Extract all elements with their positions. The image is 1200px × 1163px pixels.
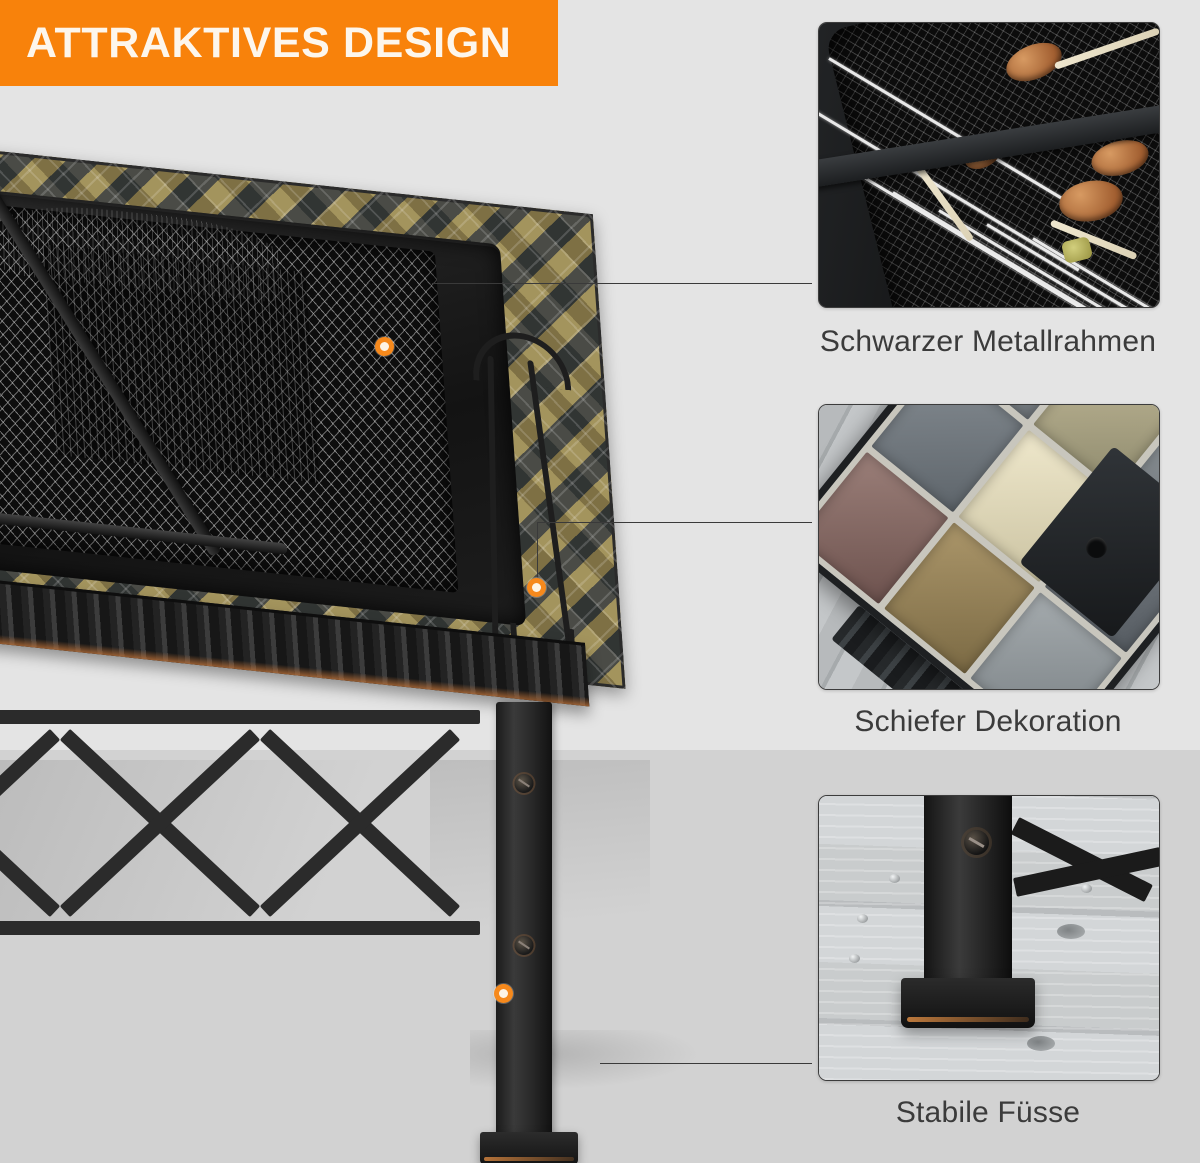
fire-pit-pan <box>0 184 527 627</box>
lattice-rail-top <box>0 710 480 724</box>
banner-title: ATTRAKTIVES DESIGN <box>26 18 512 67</box>
poker-ring <box>469 327 572 391</box>
deck-knot <box>1057 924 1085 939</box>
poker-wire <box>527 360 575 665</box>
deck-nail <box>849 954 860 963</box>
deck-nail <box>857 914 868 923</box>
connector-line-frame <box>432 283 812 284</box>
photo-feet-scene <box>819 796 1159 1080</box>
caption-feet: Stabile Füsse <box>895 1096 1081 1129</box>
callout-dot-feet[interactable] <box>494 984 513 1003</box>
lattice-x-cell <box>60 724 260 921</box>
leg-post-closeup <box>924 796 1012 984</box>
connector-line-slate-vertical <box>537 522 538 588</box>
poker-wire <box>487 355 499 658</box>
mesh-inner-panel <box>41 243 321 484</box>
connector-line-slate <box>537 522 812 523</box>
lattice-panel <box>0 710 480 935</box>
feature-photo-feet <box>818 795 1160 1081</box>
photo-pan-hole <box>1086 537 1107 558</box>
photo-slate-scene <box>819 405 1159 689</box>
leg-post <box>496 702 552 1142</box>
screw-icon <box>514 774 534 793</box>
feature-photo-frame <box>818 22 1160 308</box>
deck-nail <box>1081 884 1092 893</box>
deck-knot <box>1027 1036 1055 1051</box>
foot-closeup <box>901 978 1035 1028</box>
product-illustration <box>0 141 700 1163</box>
header-banner: ATTRAKTIVES DESIGN <box>0 0 558 86</box>
photo-frame-scene <box>819 23 1159 307</box>
screw-icon <box>514 936 534 955</box>
callout-dot-slate[interactable] <box>527 578 546 597</box>
feature-photo-slate <box>818 404 1160 690</box>
lattice-rail-bottom <box>0 921 480 935</box>
lattice-x-cell <box>260 724 460 921</box>
screw-icon <box>964 830 989 855</box>
poker-tool <box>464 327 605 680</box>
deck-nail <box>889 874 900 883</box>
caption-frame: Schwarzer Metallrahmen <box>819 325 1157 358</box>
grill-bar-lower <box>0 512 288 555</box>
leg-foot <box>480 1132 578 1163</box>
connector-line-feet <box>600 1063 812 1064</box>
callout-dot-frame[interactable] <box>375 337 394 356</box>
caption-slate: Schiefer Dekoration <box>854 705 1122 738</box>
lattice-x-cell <box>0 724 60 921</box>
mesh-grill <box>0 184 459 593</box>
